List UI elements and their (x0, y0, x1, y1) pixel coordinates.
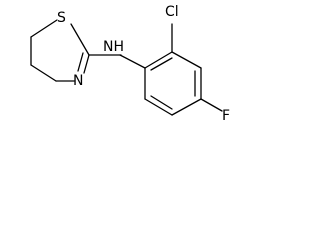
bond-c4-f (200, 98, 223, 112)
thiazine-ring (30, 19, 90, 82)
bond-c2-s (70, 23, 90, 56)
sulfur-atom-label: S (57, 10, 66, 26)
bond-ar-4-5 (171, 98, 202, 116)
bond-ar-double-c (150, 95, 173, 110)
ring-nitrogen-label: N (73, 73, 83, 89)
bond-s-c6 (30, 19, 58, 38)
bond-ar-double-a (150, 57, 173, 71)
chlorine-atom-label: Cl (165, 4, 179, 20)
bond-n3-c2 (83, 54, 90, 74)
chemical-structure-diagram: S N NH Cl F (30, 4, 230, 124)
bond-nh-c1 (119, 54, 146, 69)
bond-ar-1-2 (144, 51, 173, 69)
bond-c5-c4 (30, 64, 57, 82)
bond-n3-c2-double (77, 52, 84, 72)
fluorine-atom-label: F (222, 108, 230, 124)
bond-ar-2-3 (171, 51, 202, 69)
benzene-ring (144, 51, 202, 116)
amine-nh-label: NH (103, 39, 124, 55)
bond-ar-5-6 (144, 98, 173, 116)
